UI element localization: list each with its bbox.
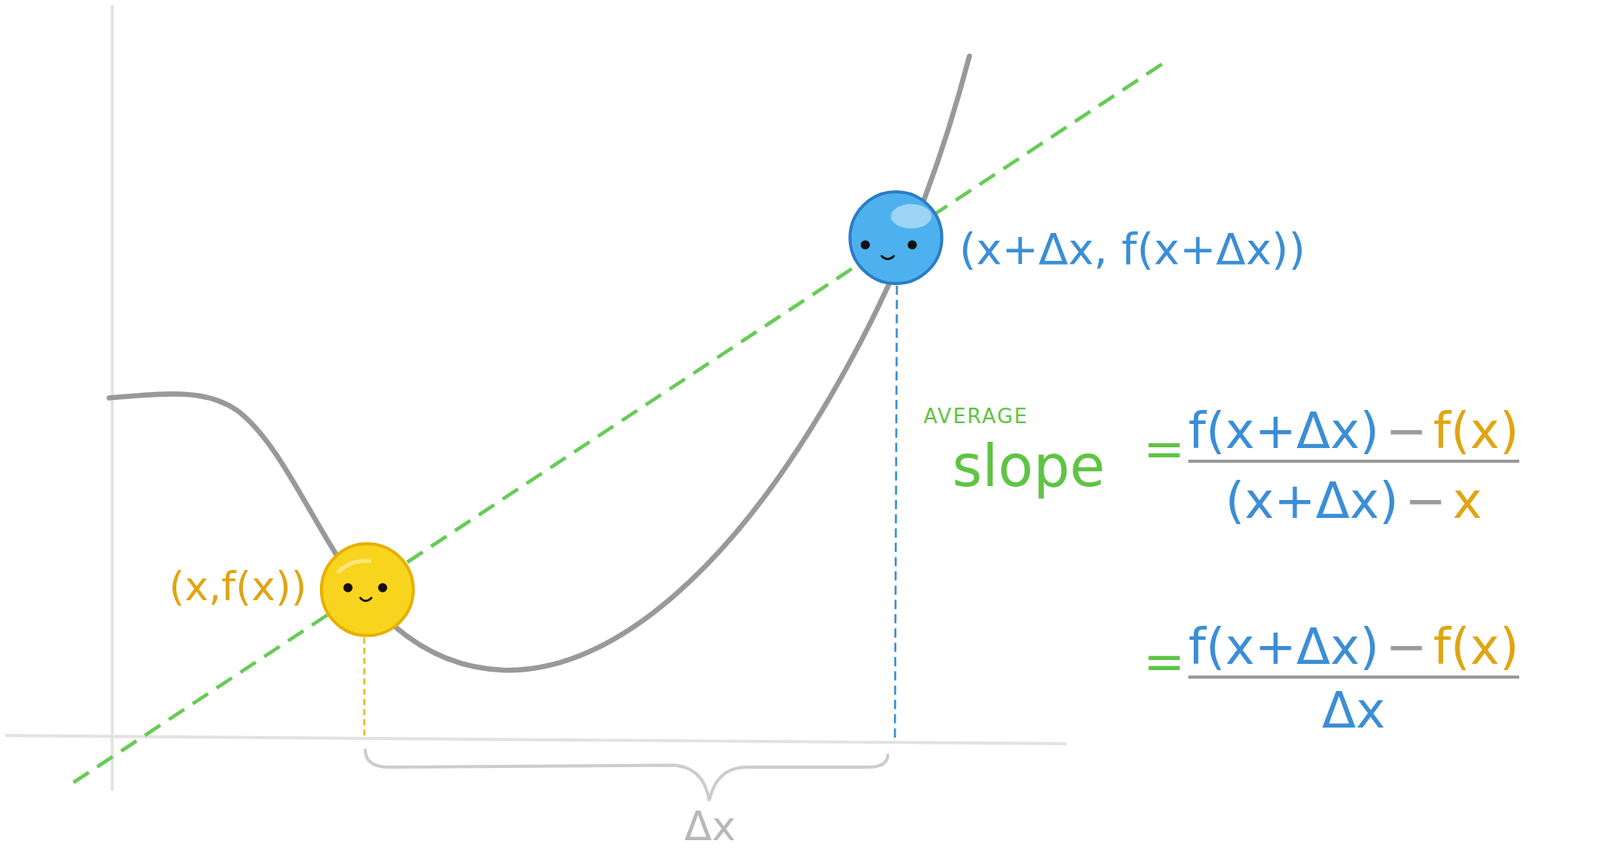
fraction: f(x+Δx) − f(x) (x+Δx) − x bbox=[1188, 403, 1520, 529]
point-label: (x+Δx, f(x+Δx)) bbox=[959, 225, 1306, 274]
formula-term: x bbox=[1452, 473, 1482, 529]
slope-caption: AVERAGE bbox=[923, 405, 1029, 428]
formula-term: f(x+Δx) bbox=[1188, 403, 1380, 459]
equals-sign: = bbox=[1143, 634, 1186, 689]
slope-word: slope bbox=[952, 434, 1106, 498]
formula-term: f(x) bbox=[1433, 403, 1519, 459]
minus-sign: − bbox=[1385, 619, 1428, 675]
drop-line bbox=[894, 285, 898, 744]
formula-term: f(x) bbox=[1433, 619, 1519, 675]
bracket-label: Δx bbox=[684, 804, 736, 849]
equals-sign: = bbox=[1143, 421, 1186, 477]
secant-line bbox=[73, 62, 1164, 783]
point-x bbox=[321, 543, 414, 636]
drop-line bbox=[363, 637, 366, 737]
formula-term: f(x+Δx) bbox=[1188, 619, 1380, 675]
fraction-bar bbox=[1188, 675, 1520, 679]
delta-bracket bbox=[365, 750, 888, 802]
formula-term: (x+Δx) bbox=[1225, 473, 1399, 529]
minus-sign: − bbox=[1385, 403, 1428, 459]
function-curve bbox=[109, 55, 971, 671]
minus-sign: − bbox=[1405, 473, 1447, 529]
fraction: f(x+Δx) − f(x) Δx bbox=[1188, 619, 1520, 739]
formula-term: Δx bbox=[1321, 683, 1386, 738]
fraction-bar bbox=[1188, 459, 1520, 463]
x-axis bbox=[5, 735, 1067, 745]
point-x-plus-dx bbox=[849, 191, 942, 284]
point-label: (x,f(x)) bbox=[168, 564, 307, 609]
